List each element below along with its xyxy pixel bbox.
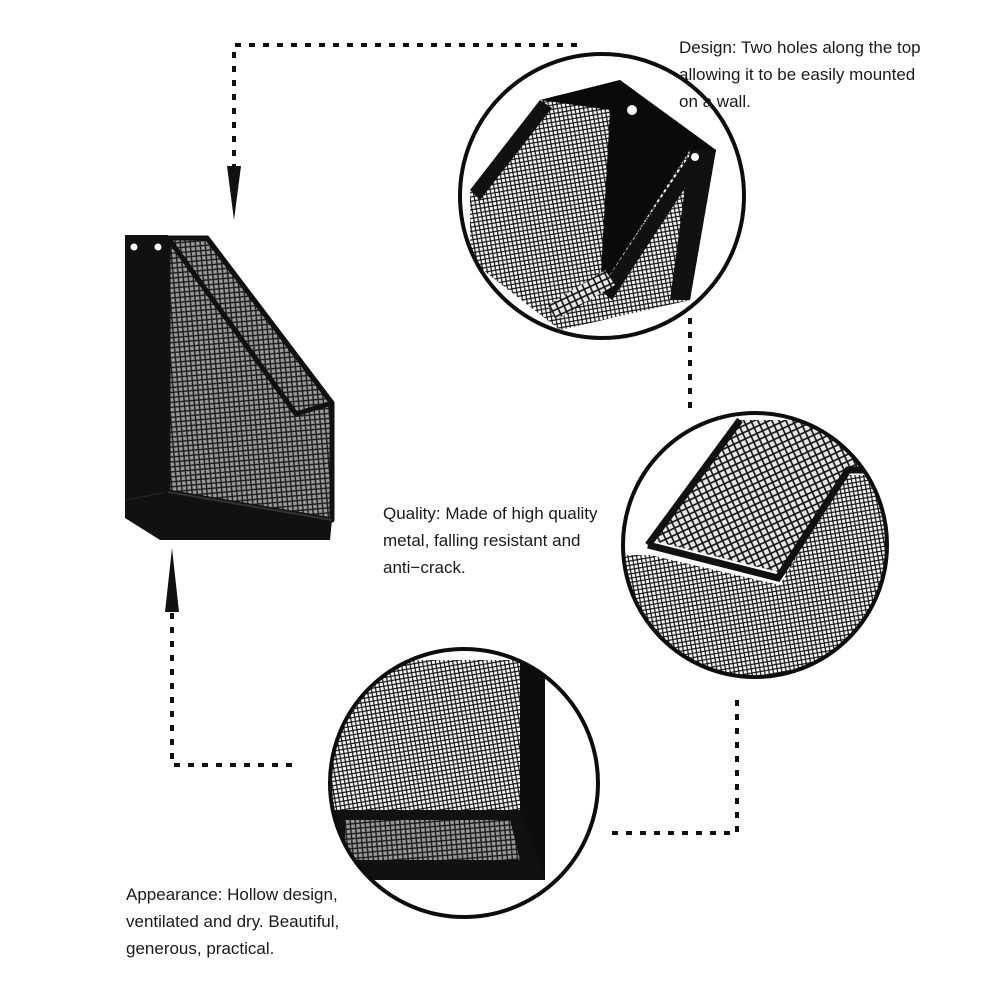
caption-line: ventilated and dry. Beautiful,: [126, 912, 340, 931]
holder-back-panel: [125, 235, 168, 500]
mount-hole-icon: [154, 243, 162, 251]
connector-mid-to-bottom: [610, 700, 739, 835]
product-file-holder-image: [125, 235, 335, 540]
caption-design: Design: Two holes along the top allowing…: [679, 34, 921, 115]
caption-line: Design: Two holes along the top: [679, 38, 921, 57]
caption-line: generous, practical.: [126, 939, 275, 958]
mount-hole-icon: [130, 243, 138, 251]
caption-quality: Quality: Made of high quality metal, fal…: [383, 500, 598, 581]
holder-top-rim: [165, 235, 335, 417]
detail-circle-appearance: [328, 647, 600, 919]
detail-circle-mounting: [458, 52, 746, 340]
holder-side-mesh: [165, 235, 335, 523]
detail-circle-quality: [621, 411, 889, 679]
caption-line: metal, falling resistant and: [383, 531, 581, 550]
caption-line: allowing it to be easily mounted: [679, 65, 916, 84]
caption-line: on a wall.: [679, 92, 751, 111]
connector-lines: [170, 43, 739, 835]
caption-line: Appearance: Hollow design,: [126, 885, 338, 904]
arrow-down-icon: [227, 166, 241, 220]
mount-hole-icon: [691, 153, 699, 161]
caption-appearance: Appearance: Hollow design, ventilated an…: [126, 881, 339, 962]
connector-top: [232, 43, 577, 168]
connector-bottom: [170, 610, 292, 767]
caption-line: anti−crack.: [383, 558, 466, 577]
holder-base: [125, 492, 332, 540]
caption-line: Quality: Made of high quality: [383, 504, 598, 523]
arrow-up-icon: [165, 548, 179, 612]
mount-hole-icon: [627, 105, 637, 115]
